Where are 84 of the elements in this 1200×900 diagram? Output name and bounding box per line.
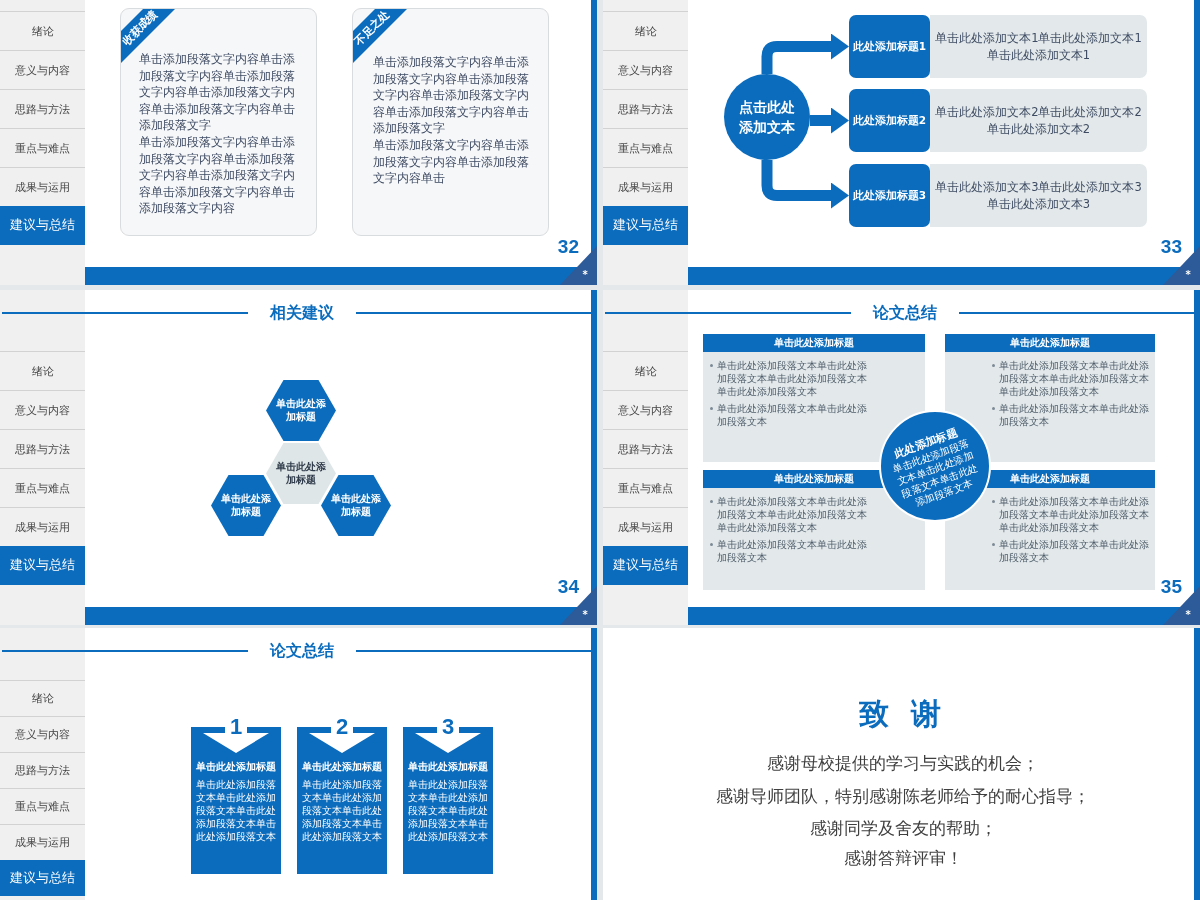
menu-item: 意义与内容 (603, 390, 688, 429)
slide-panel (603, 0, 1200, 285)
text-box: 单击此处添加文本3单击此处添加文本3单击此处添加文本3 (930, 164, 1147, 227)
step-text: 单击此处添加段落文本单击此处添加段落文本单击此处添加段落文本单击此处添加段落文本 (196, 778, 276, 843)
active-menu-item: 建议与总结 (0, 546, 85, 585)
step-text: 单击此处添加段落文本单击此处添加段落文本单击此处添加段落文本单击此处添加段落文本 (302, 778, 382, 843)
arrow (761, 33, 849, 74)
paragraph: 单击添加段落文字内容单击添加段落文字内容单击添加段落文字内容单击 (373, 136, 530, 187)
text-box: 单击此处添加文本2单击此处添加文本2单击此处添加文本2 (930, 89, 1147, 152)
asterisk-mark: * (582, 268, 588, 280)
bullet-text: 单击此处添加段落文本单击此处添加段落文本 (717, 402, 868, 428)
slide-title: 相关建议 (270, 303, 334, 323)
thanks-line: 感谢导师团队，特别感谢陈老师给予的耐心指导； (716, 786, 1090, 808)
menu-item: 思路与方法 (0, 752, 85, 788)
menu-item: 绪论 (0, 680, 85, 716)
asterisk-mark: * (1185, 608, 1191, 620)
menu-item: 意义与内容 (0, 50, 85, 89)
step-number: 3 (441, 716, 455, 738)
bullet-text: 单击此处添加段落文本单击此处添加段落文本单击此处添加段落文本单击此处添加段落文本 (717, 495, 868, 534)
menu-item: 意义与内容 (603, 50, 688, 89)
hexagon-label: 单击此处添加标题 (275, 397, 327, 423)
bullet-text: 单击此处添加段落文本单击此处添加段落文本单击此处添加段落文本单击此处添加段落文本 (999, 359, 1150, 398)
menu-item: 思路与方法 (603, 89, 688, 128)
hexagon-label: 单击此处添加标题 (220, 492, 272, 518)
bullet-text: 单击此处添加段落文本单击此处添加段落文本单击此处添加段落文本单击此处添加段落文本 (999, 495, 1150, 534)
center-circle: 点击此处添加文本 (724, 74, 810, 160)
slide-panel (603, 628, 1200, 900)
menu-item: 重点与难点 (0, 128, 85, 167)
active-menu-item: 建议与总结 (603, 206, 688, 245)
step-text: 单击此处添加段落文本单击此处添加段落文本单击此处添加段落文本单击此处添加段落文本 (408, 778, 488, 843)
page-number: 33 (1160, 236, 1182, 258)
menu-item: 思路与方法 (0, 89, 85, 128)
hexagon-label: 单击此处添加标题 (275, 460, 327, 486)
active-menu-item: 建议与总结 (603, 546, 688, 585)
page-number: 35 (1160, 576, 1182, 598)
menu-item: 重点与难点 (0, 468, 85, 507)
bullet-text: 单击此处添加段落文本单击此处添加段落文本 (717, 538, 868, 564)
slide-panel (0, 290, 597, 625)
menu-item: 意义与内容 (0, 390, 85, 429)
menu-item: 思路与方法 (603, 429, 688, 468)
menu-item: 绪论 (0, 11, 85, 50)
slide-panel (0, 0, 597, 285)
menu-item: 重点与难点 (603, 468, 688, 507)
step-number: 2 (335, 716, 349, 738)
menu-item: 重点与难点 (603, 128, 688, 167)
card-header: 单击此处添加标题 (703, 334, 925, 352)
step-title: 单击此处添加标题 (407, 760, 489, 773)
asterisk-mark: * (1185, 268, 1191, 280)
menu-item: 思路与方法 (0, 429, 85, 468)
slide-title: 论文总结 (873, 303, 937, 323)
active-menu-item: 建议与总结 (0, 860, 85, 896)
thanks-line: 感谢母校提供的学习与实践的机会； (767, 753, 1039, 775)
page-number: 32 (557, 236, 579, 258)
slide-panel (603, 290, 1200, 625)
title-box: 此处添加标题1 (849, 15, 930, 78)
arrow (761, 160, 849, 209)
title-box: 此处添加标题3 (849, 164, 930, 227)
bullet-text: 单击此处添加段落文本单击此处添加段落文本单击此处添加段落文本单击此处添加段落文本 (717, 359, 868, 398)
hexagon-label: 单击此处添加标题 (330, 492, 382, 518)
paragraph: 单击添加段落文字内容单击添加段落文字内容单击添加段落文字内容单击添加段落文字内容单击添加段落文字内容单击添加段落文字内容 (139, 133, 296, 217)
bullet-text: 单击此处添加段落文本单击此处添加段落文本 (999, 402, 1150, 428)
step-number: 1 (229, 716, 243, 738)
thanks-line: 感谢同学及舍友的帮助； (809, 818, 997, 840)
title-box: 此处添加标题2 (849, 89, 930, 152)
menu-item: 绪论 (603, 351, 688, 390)
slide-title: 论文总结 (270, 641, 334, 661)
thanks-line: 感谢答辩评审！ (843, 848, 963, 870)
bullet-text: 单击此处添加段落文本单击此处添加段落文本 (999, 538, 1150, 564)
menu-item: 绪论 (0, 351, 85, 390)
slide-panel (0, 628, 597, 900)
menu-item: 重点与难点 (0, 788, 85, 824)
page-number: 34 (557, 576, 579, 598)
content-card (120, 8, 317, 236)
arrow (809, 107, 849, 134)
asterisk-mark: * (582, 608, 588, 620)
menu-item: 意义与内容 (0, 716, 85, 752)
card-header: 单击此处添加标题 (945, 334, 1155, 352)
slide-title: 致 谢 (858, 696, 948, 732)
step-title: 单击此处添加标题 (195, 760, 277, 773)
active-menu-item: 建议与总结 (0, 206, 85, 245)
step-title: 单击此处添加标题 (301, 760, 383, 773)
text-box: 单击此处添加文本1单击此处添加文本1单击此处添加文本1 (930, 15, 1147, 78)
menu-item: 绪论 (603, 11, 688, 50)
content-card (352, 8, 549, 236)
